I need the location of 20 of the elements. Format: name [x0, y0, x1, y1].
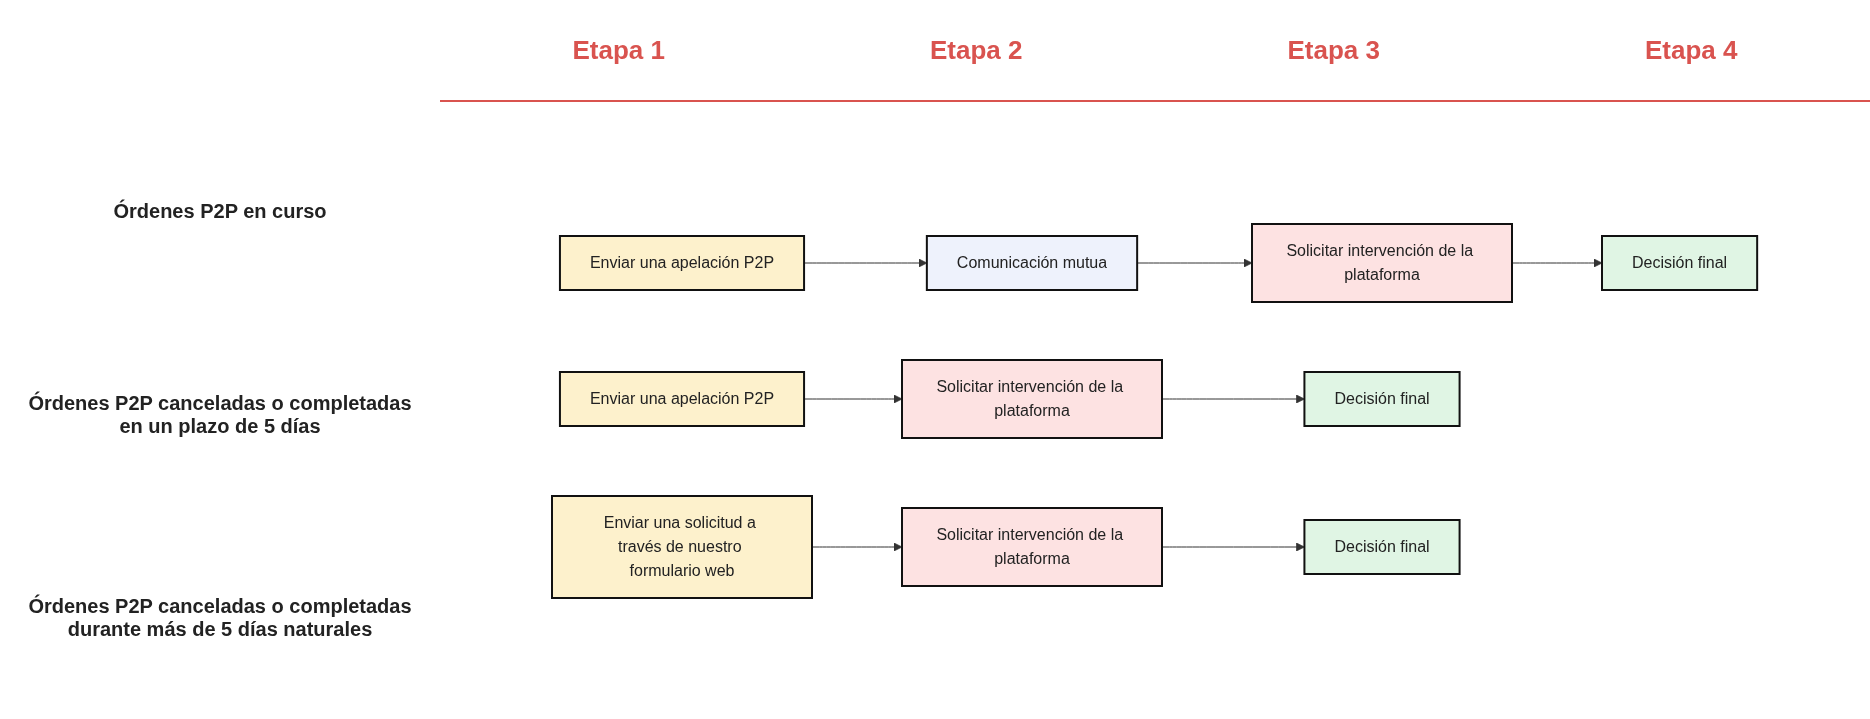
node-box: Solicitar intervención de la plataforma	[901, 358, 1164, 439]
node-box: Enviar una apelación P2P	[559, 370, 806, 427]
stage-heading: Etapa 3	[1286, 33, 1381, 67]
node-box: Enviar una apelación P2P	[559, 234, 806, 291]
arrow	[804, 394, 903, 403]
node-box: Decisión final	[1303, 518, 1461, 575]
arrow	[804, 258, 928, 267]
arrow	[1137, 258, 1253, 267]
stage-heading: Etapa 2	[929, 33, 1024, 67]
node-box: Solicitar intervención de la plataforma	[1251, 222, 1514, 303]
stage-heading: Etapa 1	[571, 33, 666, 67]
node-box: Comunicación mutua	[926, 234, 1139, 291]
node-box: Decisión final	[1303, 370, 1461, 427]
node-box: Enviar una solicitud a través de nuestro formulario web	[551, 494, 814, 599]
node-box: Solicitar intervención de la plataforma	[901, 506, 1164, 587]
row-heading: Órdenes P2P canceladas o completadas durante más de 5 días naturales	[27, 593, 413, 642]
node-box: Decisión final	[1601, 234, 1759, 291]
stage-heading: Etapa 4	[1644, 33, 1739, 67]
row-heading: Órdenes P2P en curso	[112, 198, 328, 224]
row-heading: Órdenes P2P canceladas o completadas en un plazo de 5 días	[27, 390, 413, 439]
